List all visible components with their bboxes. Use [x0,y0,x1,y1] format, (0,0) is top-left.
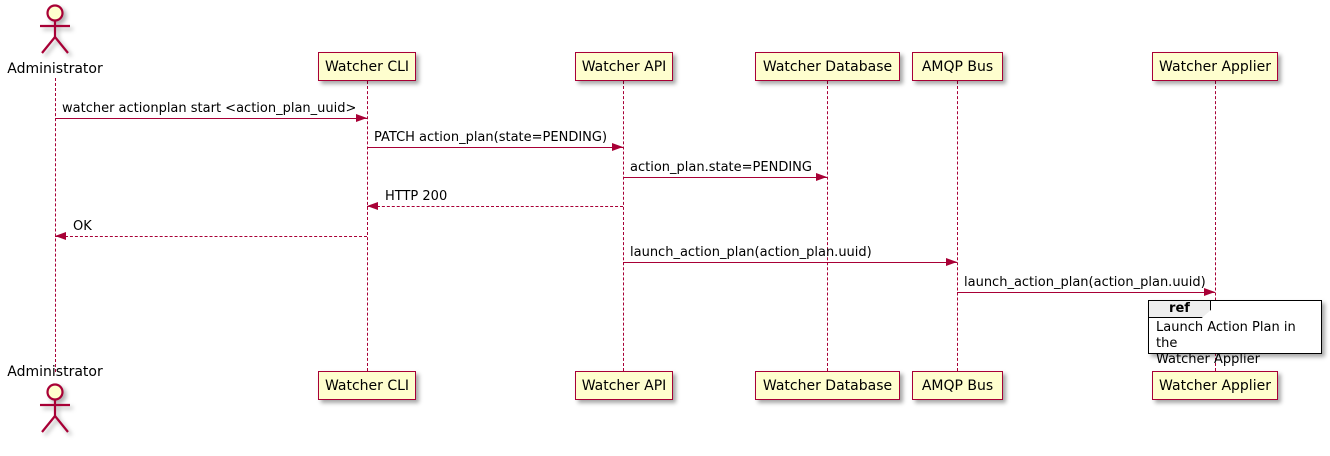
participant-watcher-api-top: Watcher API [575,52,673,81]
participant-label: AMQP Bus [921,377,994,394]
participant-label: Watcher CLI [324,377,410,394]
participant-label: Watcher Applier [1159,58,1271,75]
ref-text: Launch Action Plan in the Watcher Applie… [1156,320,1296,367]
participant-watcher-api-bottom: Watcher API [575,371,673,400]
participant-label: Watcher API [581,58,667,75]
message-1-arrowhead-icon [356,114,367,122]
lifeline-watcher-api [623,81,624,371]
ref-keyword: ref [1149,301,1211,318]
message-4-arrowhead-icon [367,202,378,210]
actor-administrator-top: Administrator [7,61,103,77]
message-5-label: OK [73,219,92,234]
ref-frame: ref Launch Action Plan in the Watcher Ap… [1148,300,1322,367]
participant-amqp-bus-bottom: AMQP Bus [912,371,1003,400]
message-7-label: launch_action_plan(action_plan.uuid) [964,275,1206,290]
participant-label: Watcher Database [762,377,893,394]
lifeline-amqp-bus [957,81,958,371]
participant-label: Watcher API [581,377,667,394]
message-6-arrowhead-icon [946,258,957,266]
lifeline-watcher-applier [1215,81,1216,371]
participant-label: Watcher CLI [324,58,410,75]
participant-watcher-cli-top: Watcher CLI [318,52,416,81]
participant-label: AMQP Bus [921,58,994,75]
message-1-label: watcher actionplan start <action_plan_uu… [62,101,357,116]
message-3-arrowhead-icon [816,173,827,181]
message-3-label: action_plan.state=PENDING [630,160,812,175]
lifeline-watcher-cli [367,81,368,371]
participant-watcher-cli-bottom: Watcher CLI [318,371,416,400]
message-7-arrowhead-icon [1204,288,1215,296]
participant-label: Watcher Applier [1159,377,1271,394]
message-1-line [55,118,367,119]
participant-watcher-applier-bottom: Watcher Applier [1152,371,1278,400]
message-6-line [623,262,957,263]
participant-label: Watcher Database [762,58,893,75]
message-3-line [623,177,827,178]
message-4-line [367,206,623,207]
message-2-arrowhead-icon [612,143,623,151]
participant-watcher-applier-top: Watcher Applier [1152,52,1278,81]
message-2-line [367,147,623,148]
actor-administrator-bottom: Administrator [7,364,103,380]
message-5-line [55,236,367,237]
message-2-label: PATCH action_plan(state=PENDING) [374,130,608,145]
lifeline-administrator [55,78,56,372]
message-5-arrowhead-icon [55,232,66,240]
message-7-line [957,292,1215,293]
participant-watcher-database-top: Watcher Database [755,52,900,81]
lifeline-watcher-database [827,81,828,371]
actor-icon [40,4,70,54]
participant-watcher-database-bottom: Watcher Database [755,371,900,400]
message-6-label: launch_action_plan(action_plan.uuid) [630,245,872,260]
participant-amqp-bus-top: AMQP Bus [912,52,1003,81]
actor-icon [40,383,70,433]
message-4-label: HTTP 200 [385,189,448,204]
